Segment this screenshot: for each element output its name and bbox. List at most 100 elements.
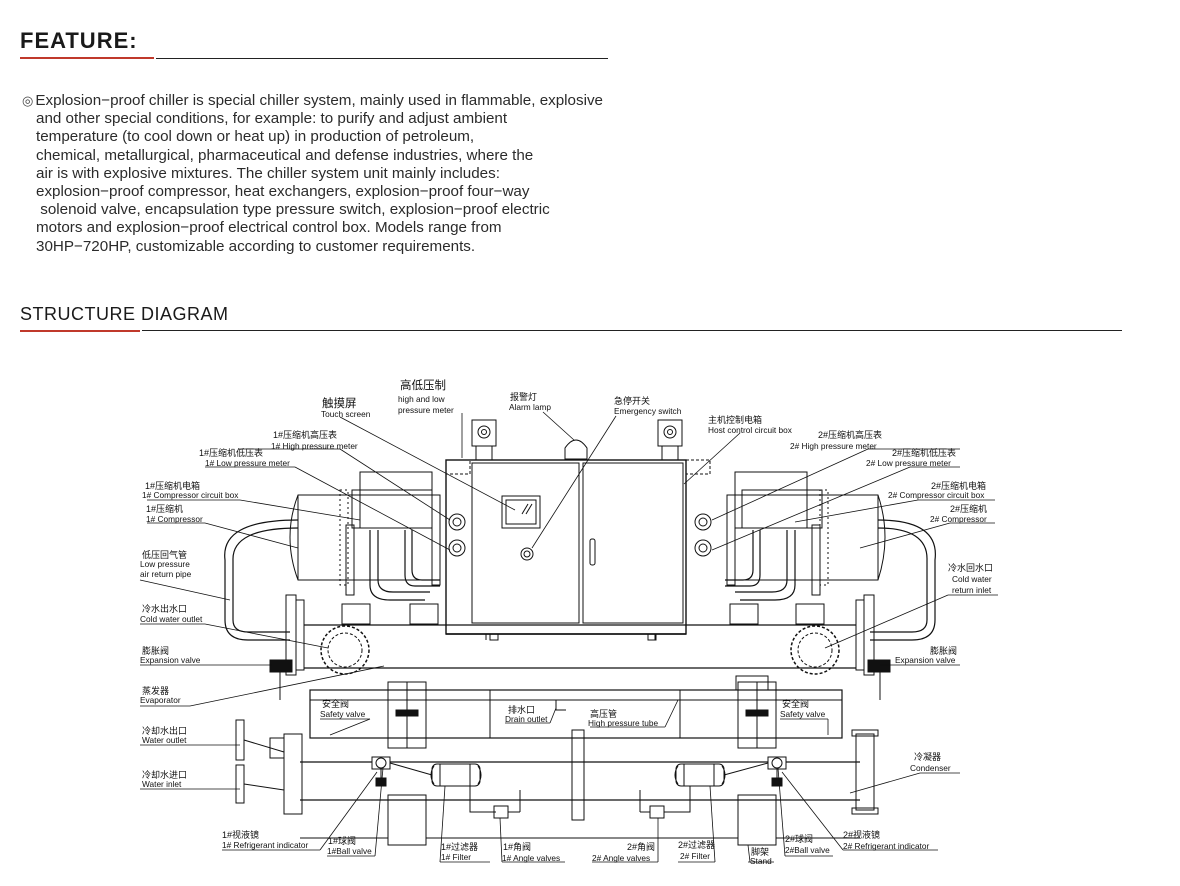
- label-hp-tube-en: High pressure tube: [588, 718, 658, 728]
- label-c2-cn: 2#压缩机: [950, 503, 987, 514]
- label-exp-l-en: Expansion valve: [140, 655, 201, 665]
- label-safety-r-cn: 安全阀: [782, 698, 809, 709]
- chiller-structure-diagram: 高低压制 high and low pressure meter 触摸屏 Tou…: [139, 378, 998, 866]
- label-evap-en: Evaporator: [140, 695, 181, 705]
- ball-valve-2-icon: [767, 756, 787, 787]
- label-c1-hp-en: 1# High pressure meter: [271, 441, 358, 451]
- structure-heading-rule: [142, 330, 1122, 331]
- label-pressure-en: pressure meter: [398, 405, 454, 415]
- high-pressure-gauge-2-icon: [694, 513, 712, 531]
- label-cw-out-en: Water outlet: [142, 735, 187, 745]
- condenser-frame: [235, 675, 879, 846]
- label-cold-out-en: Cold water outlet: [140, 614, 203, 624]
- label-lp-return-cn: 低压回气管: [142, 549, 187, 560]
- ball-valve-1-icon: [371, 756, 391, 787]
- description-line: air is with explosive mixtures. The chil…: [36, 164, 500, 182]
- label-lp-return-en: Low pressure: [140, 559, 190, 569]
- label-bv1-en: 1#Ball valve: [327, 846, 372, 856]
- label-c1-lp-en: 1# Low pressure meter: [205, 458, 290, 468]
- filter-2-icon: [674, 763, 726, 787]
- emergency-switch-icon: [520, 547, 534, 561]
- description-line: explosion−proof compressor, heat exchang…: [36, 183, 530, 201]
- touch-screen-icon: [501, 495, 541, 529]
- label-exp-l-cn: 膨胀阀: [142, 645, 169, 656]
- label-touch-en: Touch screen: [321, 409, 371, 419]
- label-exp-r-en: Expansion valve: [895, 655, 956, 665]
- description-line: solenoid valve, encapsulation type press…: [36, 201, 550, 219]
- label-condenser-cn: 冷凝器: [914, 751, 941, 762]
- filter-1-icon: [430, 763, 482, 787]
- label-ri1-cn: 1#视液镜: [222, 829, 259, 840]
- compressor-1: [224, 471, 466, 641]
- label-safety-r-en: Safety valve: [780, 709, 826, 719]
- label-f1-cn: 1#过滤器: [441, 841, 478, 852]
- label-safety-l-cn: 安全阀: [322, 698, 349, 709]
- label-host-cn: 主机控制电箱: [708, 414, 762, 425]
- label-cw-in-cn: 冷却水进口: [142, 769, 187, 780]
- label-alarm-cn: 报警灯: [510, 391, 537, 402]
- label-c2-lp-en: 2# Low pressure meter: [866, 458, 951, 468]
- bullet-icon: ◎: [22, 93, 34, 108]
- label-av1-cn: 1#角阀: [503, 841, 531, 852]
- label-c2-box-cn: 2#压缩机电箱: [931, 480, 986, 491]
- label-c2-box-en: 2# Compressor circuit box: [888, 490, 985, 500]
- description-line: motors and explosion−proof electrical co…: [36, 219, 502, 237]
- label-drain-cn: 排水口: [508, 704, 535, 715]
- label-f1-en: 1# Filter: [441, 852, 471, 862]
- host-control-box: [445, 419, 711, 641]
- label-ri2-cn: 2#视液镜: [843, 829, 880, 840]
- label-av2-en: 2# Angle valves: [592, 853, 650, 863]
- label-c1-hp-cn: 1#压缩机高压表: [273, 429, 337, 440]
- label-av1-en: 1# Angle valves: [502, 853, 560, 863]
- label-c2-lp-cn: 2#压缩机低压表: [892, 447, 956, 458]
- low-pressure-gauge-1-icon: [448, 539, 466, 557]
- label-evap-cn: 蒸发器: [142, 685, 169, 696]
- low-pressure-gauge-2-icon: [694, 539, 712, 557]
- label-drain-en: Drain outlet: [505, 714, 548, 724]
- label-cold-ret-cn: 冷水回水口: [948, 562, 993, 573]
- label-c1-box-en: 1# Compressor circuit box: [142, 490, 239, 500]
- feature-heading: FEATURE:: [20, 28, 138, 53]
- description-line: ◎Explosion−proof chiller is special chil…: [22, 92, 604, 109]
- door-handle-icon: [589, 538, 596, 566]
- label-c1-cn: 1#压缩机: [146, 503, 183, 514]
- label-cold-ret-en: return inlet: [952, 585, 992, 595]
- evaporator-right-end: [790, 594, 891, 700]
- label-estop-cn: 急停开关: [614, 395, 650, 406]
- label-c1-lp-cn: 1#压缩机低压表: [199, 447, 263, 458]
- label-av2-cn: 2#角阀: [627, 841, 655, 852]
- label-ri1-en: 1# Refrigerant indicator: [222, 840, 308, 850]
- description-line: and other special conditions, for exampl…: [36, 110, 508, 128]
- description-line: 30HP−720HP, customizable according to cu…: [36, 237, 476, 255]
- angle-valve-1-icon: [469, 786, 521, 819]
- label-cw-out-cn: 冷却水出口: [142, 725, 187, 736]
- leader-lines: [139, 411, 998, 863]
- label-cw-in-en: Water inlet: [142, 779, 182, 789]
- label-stand-en: Stand: [750, 856, 772, 866]
- high-pressure-gauge-1-icon: [448, 513, 466, 531]
- drain-outlet-icon: [555, 700, 566, 711]
- label-pressure-en: high and low: [398, 394, 446, 404]
- evaporator-left-end: [269, 594, 370, 700]
- feature-heading-rule: [156, 58, 608, 59]
- label-bv2-cn: 2#球阀: [785, 833, 813, 844]
- angle-valve-2-icon: [639, 786, 691, 819]
- label-c2-en: 2# Compressor: [930, 514, 987, 524]
- feature-description: ◎Explosion−proof chiller is special chil…: [22, 92, 662, 256]
- label-c2-hp-en: 2# High pressure meter: [790, 441, 877, 451]
- label-safety-l-en: Safety valve: [320, 709, 366, 719]
- label-pressure-cn: 高低压制: [400, 378, 446, 392]
- diagram-labels: 高低压制 high and low pressure meter 触摸屏 Tou…: [140, 378, 993, 866]
- label-alarm-en: Alarm lamp: [509, 402, 551, 412]
- alarm-lamp-icon: [564, 439, 588, 460]
- label-ri2-en: 2# Refrigerant indicator: [843, 841, 929, 851]
- description-line: temperature (to cool down or heat up) in…: [36, 128, 475, 146]
- structure-heading-accent: [20, 330, 140, 332]
- label-cold-out-cn: 冷水出水口: [142, 603, 187, 614]
- description-line: chemical, metallurgical, pharmaceutical …: [36, 146, 534, 164]
- label-bv2-en: 2#Ball valve: [785, 845, 830, 855]
- label-exp-r-cn: 膨胀阀: [930, 645, 957, 656]
- label-c1-box-cn: 1#压缩机电箱: [145, 480, 200, 491]
- label-lp-return-en: air return pipe: [140, 569, 192, 579]
- label-condenser-en: Condenser: [910, 763, 951, 773]
